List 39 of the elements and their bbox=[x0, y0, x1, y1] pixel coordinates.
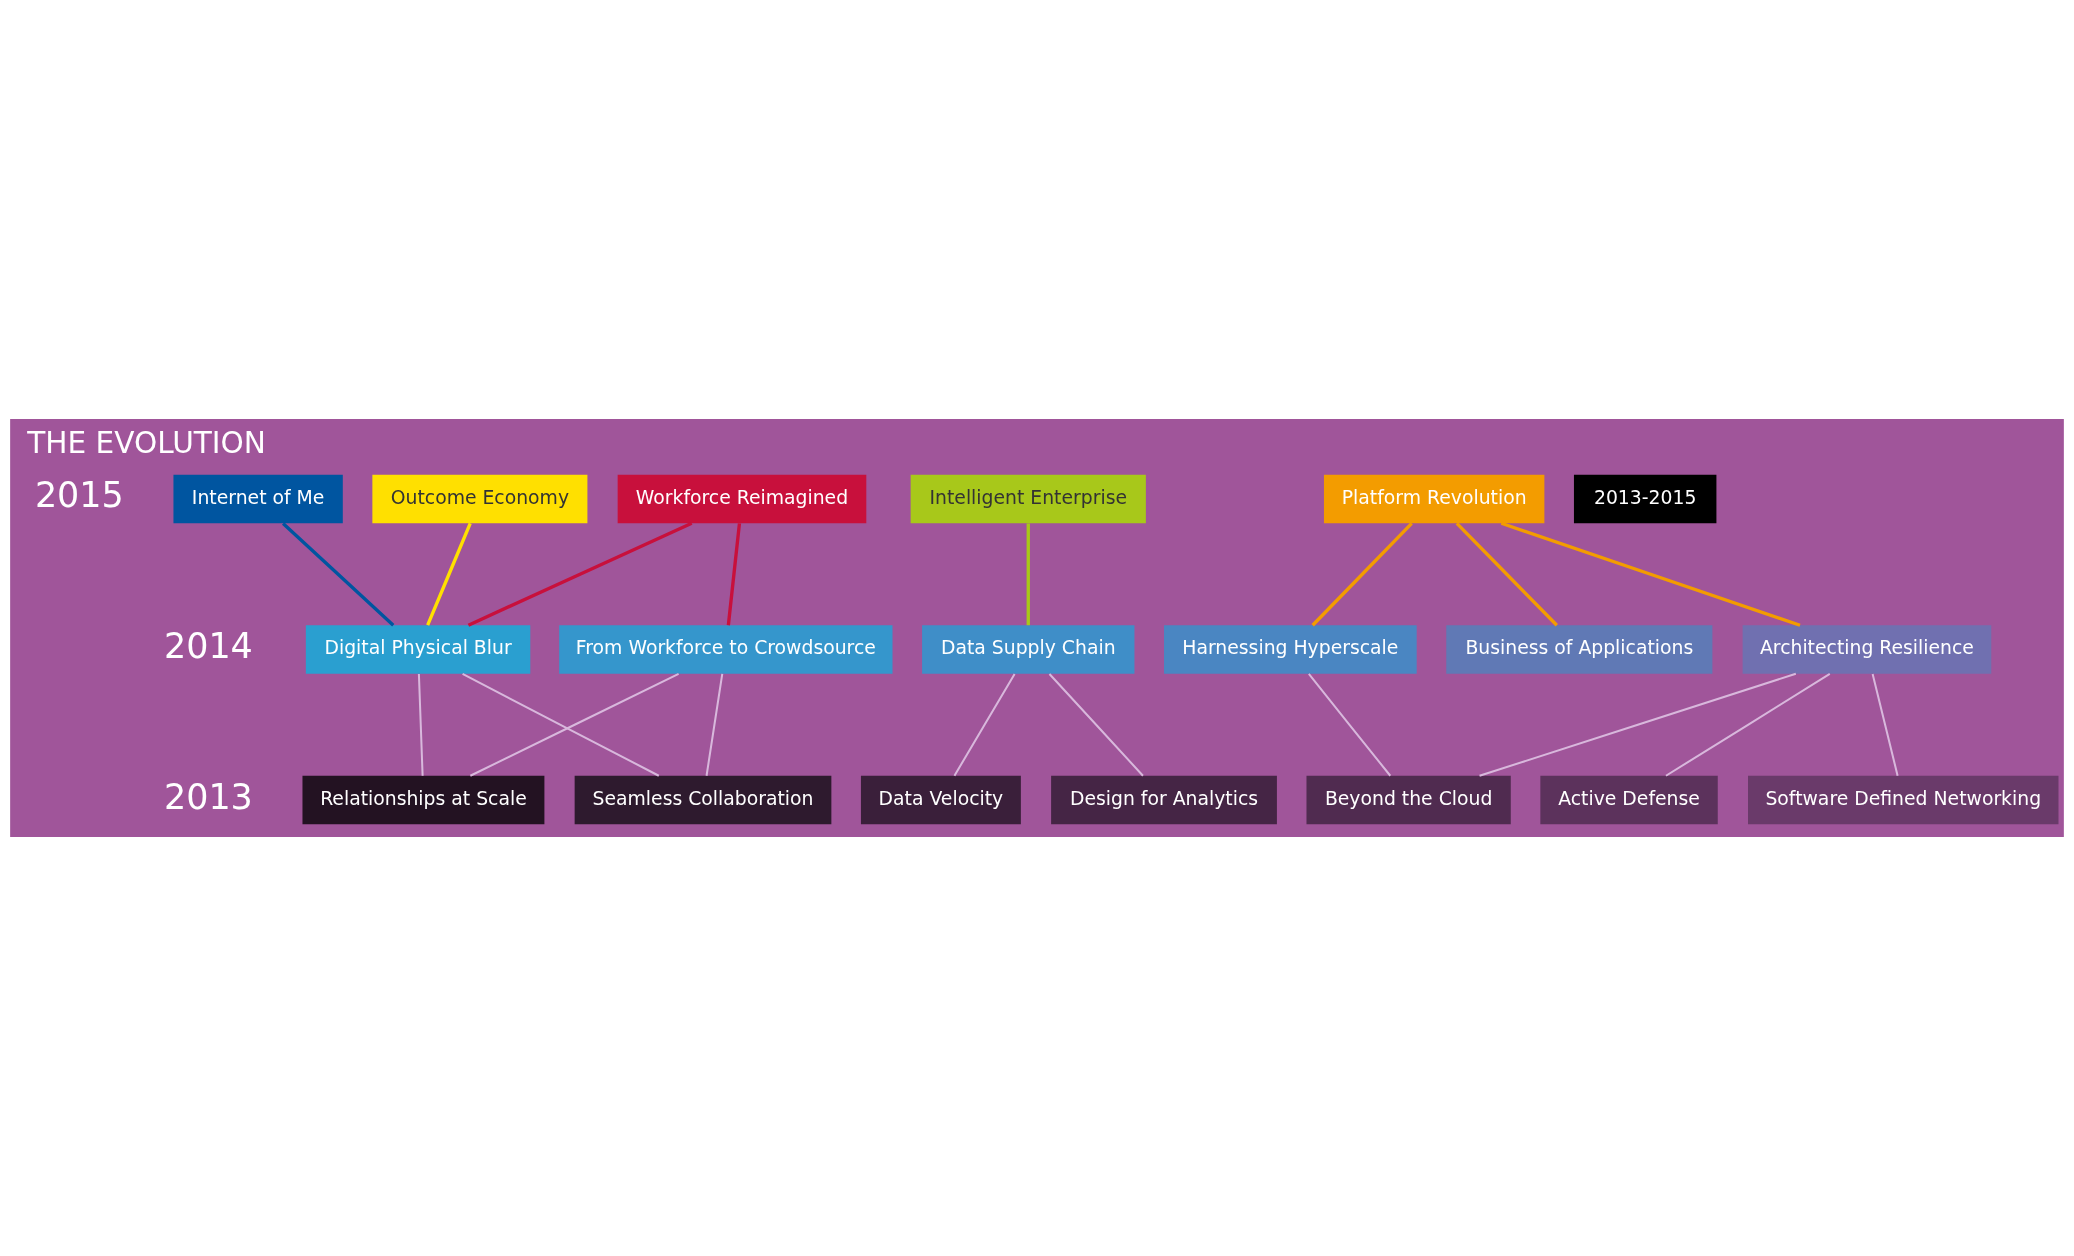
connector bbox=[1500, 521, 1801, 627]
connector bbox=[726, 523, 742, 626]
node-box: Beyond the Cloud bbox=[1306, 775, 1511, 825]
connector bbox=[281, 522, 395, 627]
node-box: Software Defined Networking bbox=[1748, 775, 2059, 825]
node-box: Data Velocity bbox=[860, 775, 1021, 825]
node-box: Platform Revolution bbox=[1323, 474, 1545, 524]
connector bbox=[417, 673, 424, 776]
connector bbox=[1048, 673, 1144, 777]
diagram-title: THE EVOLUTION bbox=[27, 426, 266, 461]
label: 2013 bbox=[163, 776, 253, 817]
node-box: Business of Applications bbox=[1446, 625, 1713, 674]
connector bbox=[467, 521, 693, 627]
node-box: Intelligent Enterprise bbox=[910, 474, 1146, 524]
label: 2014 bbox=[163, 625, 253, 666]
node-box: Seamless Collaboration bbox=[574, 775, 832, 825]
connector bbox=[1026, 523, 1030, 626]
node-box: Harnessing Hyperscale bbox=[1164, 625, 1417, 674]
node-box: Outcome Economy bbox=[372, 474, 588, 524]
connector bbox=[1308, 673, 1392, 777]
label: 2015 bbox=[34, 475, 124, 516]
node-box: Relationships at Scale bbox=[302, 775, 545, 825]
connector bbox=[1311, 522, 1413, 627]
node-box: Workforce Reimagined bbox=[617, 474, 867, 524]
connector bbox=[1665, 673, 1831, 777]
connector bbox=[953, 673, 1016, 777]
label: 2013-2015 bbox=[1593, 486, 1697, 508]
connector bbox=[1455, 522, 1558, 627]
node-box: Architecting Resilience bbox=[1742, 625, 1992, 674]
node-box: Active Defense bbox=[1540, 775, 1718, 825]
connector bbox=[426, 522, 472, 626]
connector bbox=[705, 673, 724, 776]
connector bbox=[1479, 672, 1797, 777]
node-box: From Workforce to Crowdsource bbox=[559, 625, 893, 674]
node-box: Digital Physical Blur bbox=[305, 625, 531, 674]
node-box: Design for Analytics bbox=[1051, 775, 1277, 825]
node-box: Data Supply Chain bbox=[922, 625, 1135, 674]
connector bbox=[1871, 673, 1899, 776]
node-box: Internet of Me bbox=[173, 474, 343, 524]
